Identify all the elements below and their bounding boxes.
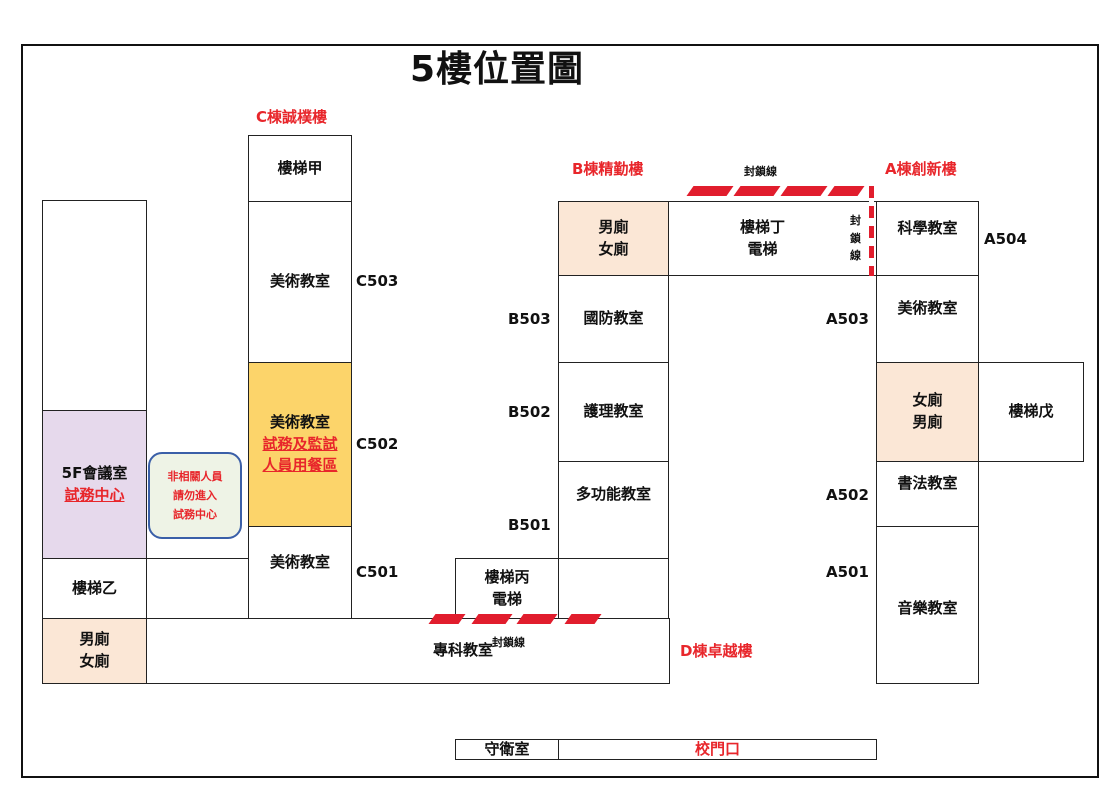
blockade-top-label: 封鎖線	[744, 165, 777, 178]
elevator-ding-label: 電梯	[747, 239, 778, 258]
school-gate[interactable]: 校門口	[558, 739, 877, 760]
notice-line-1: 非相關人員	[167, 469, 223, 483]
restroom-left-women: 女廁	[79, 652, 110, 670]
blockade-right-char-3: 線	[850, 249, 861, 263]
building-c-label: C棟誠樸樓	[256, 108, 328, 126]
restroom-b-women: 女廁	[598, 239, 629, 258]
room-c503-label: 美術教室	[269, 272, 330, 291]
code-a501: A501	[826, 563, 869, 581]
stair-ding-label: 樓梯丁	[739, 217, 785, 236]
room-b502-label: 護理教室	[583, 402, 644, 421]
specialty-room[interactable]: 專科教室	[146, 618, 670, 684]
room-a503-label: 美術教室	[897, 299, 958, 318]
map-frame	[21, 44, 1099, 778]
corridor-block-b	[558, 558, 669, 619]
room-a502-label: 書法教室	[897, 474, 958, 493]
code-c503: C503	[356, 272, 399, 290]
room-b502[interactable]: 護理教室	[558, 362, 669, 462]
stair-wu-label: 樓梯戊	[1008, 402, 1054, 421]
room-a502[interactable]: 書法教室	[876, 461, 979, 527]
dining-line-2: 人員用餐區	[262, 456, 338, 475]
blockade-right-label: 封 鎖 線	[850, 212, 861, 265]
code-a502: A502	[826, 486, 869, 504]
room-c501-label: 美術教室	[269, 552, 330, 571]
code-a503: A503	[826, 310, 869, 328]
code-c501: C501	[356, 563, 399, 581]
room-c501[interactable]: 美術教室	[248, 526, 352, 619]
room-c503[interactable]: 美術教室	[248, 201, 352, 363]
code-b501: B501	[508, 516, 551, 534]
guard-room-label: 守衛室	[484, 739, 530, 758]
room-b501-label: 多功能教室	[575, 485, 651, 504]
conference-room[interactable]: 5F會議室 試務中心	[42, 410, 147, 559]
map-title: 5樓位置圖	[410, 49, 585, 90]
blockade-right-char-2: 鎖	[850, 231, 861, 245]
blockade-right	[869, 186, 874, 276]
room-c502[interactable]: 美術教室 試務及監試 人員用餐區	[248, 362, 352, 527]
restroom-a[interactable]: 女廁 男廁	[876, 362, 979, 462]
room-c502-label: 美術教室	[269, 412, 330, 431]
code-b502: B502	[508, 403, 551, 421]
notice-line-3: 試務中心	[173, 508, 217, 522]
stair-ding[interactable]: 樓梯丁 電梯	[668, 201, 877, 276]
stair-yi-label: 樓梯乙	[71, 578, 117, 597]
room-a501-label: 音樂教室	[897, 599, 958, 618]
exam-center-label: 試務中心	[64, 485, 125, 504]
building-d-label: D棟卓越樓	[680, 642, 753, 660]
stair-wu[interactable]: 樓梯戊	[978, 362, 1084, 462]
specialty-room-label: 專科教室	[432, 641, 493, 660]
room-a504-label: 科學教室	[897, 218, 958, 237]
room-b503[interactable]: 國防教室	[558, 275, 669, 363]
building-b-label: B棟精勤樓	[572, 160, 644, 178]
room-a503[interactable]: 美術教室	[876, 275, 979, 363]
room-b503-label: 國防教室	[583, 309, 644, 328]
guard-room[interactable]: 守衛室	[455, 739, 559, 760]
left-empty-block	[42, 200, 147, 411]
restricted-notice: 非相關人員 請勿進入 試務中心	[148, 452, 242, 539]
room-a501[interactable]: 音樂教室	[876, 526, 979, 684]
stair-yi[interactable]: 樓梯乙	[42, 558, 147, 619]
code-b503: B503	[508, 310, 551, 328]
restroom-left-men: 男廁	[79, 630, 110, 649]
notice-line-2: 請勿進入	[173, 488, 217, 502]
restroom-b-men: 男廁	[598, 217, 629, 236]
room-a504[interactable]: 科學教室	[876, 201, 979, 276]
restroom-a-women: 女廁	[912, 391, 943, 410]
corridor-block-left	[146, 558, 249, 619]
stair-jia-label: 樓梯甲	[277, 158, 323, 177]
code-c502: C502	[356, 435, 399, 453]
blockade-bottom-label: 封鎖線	[492, 636, 525, 649]
building-a-label: A棟創新樓	[885, 160, 957, 178]
blockade-right-char-1: 封	[850, 214, 861, 227]
stair-bing-label: 樓梯丙	[484, 567, 530, 586]
school-gate-label: 校門口	[694, 739, 740, 758]
dining-line-1: 試務及監試	[262, 434, 338, 453]
room-b501[interactable]: 多功能教室	[558, 461, 669, 559]
restroom-a-men: 男廁	[912, 413, 943, 431]
code-a504: A504	[984, 230, 1027, 248]
stair-jia[interactable]: 樓梯甲	[248, 135, 352, 202]
stair-bing[interactable]: 樓梯丙 電梯	[455, 558, 559, 619]
conference-room-label: 5F會議室	[61, 463, 128, 482]
restroom-left[interactable]: 男廁 女廁	[42, 618, 147, 684]
restroom-b[interactable]: 男廁 女廁	[558, 201, 669, 276]
elevator-bing-label: 電梯	[491, 589, 522, 608]
